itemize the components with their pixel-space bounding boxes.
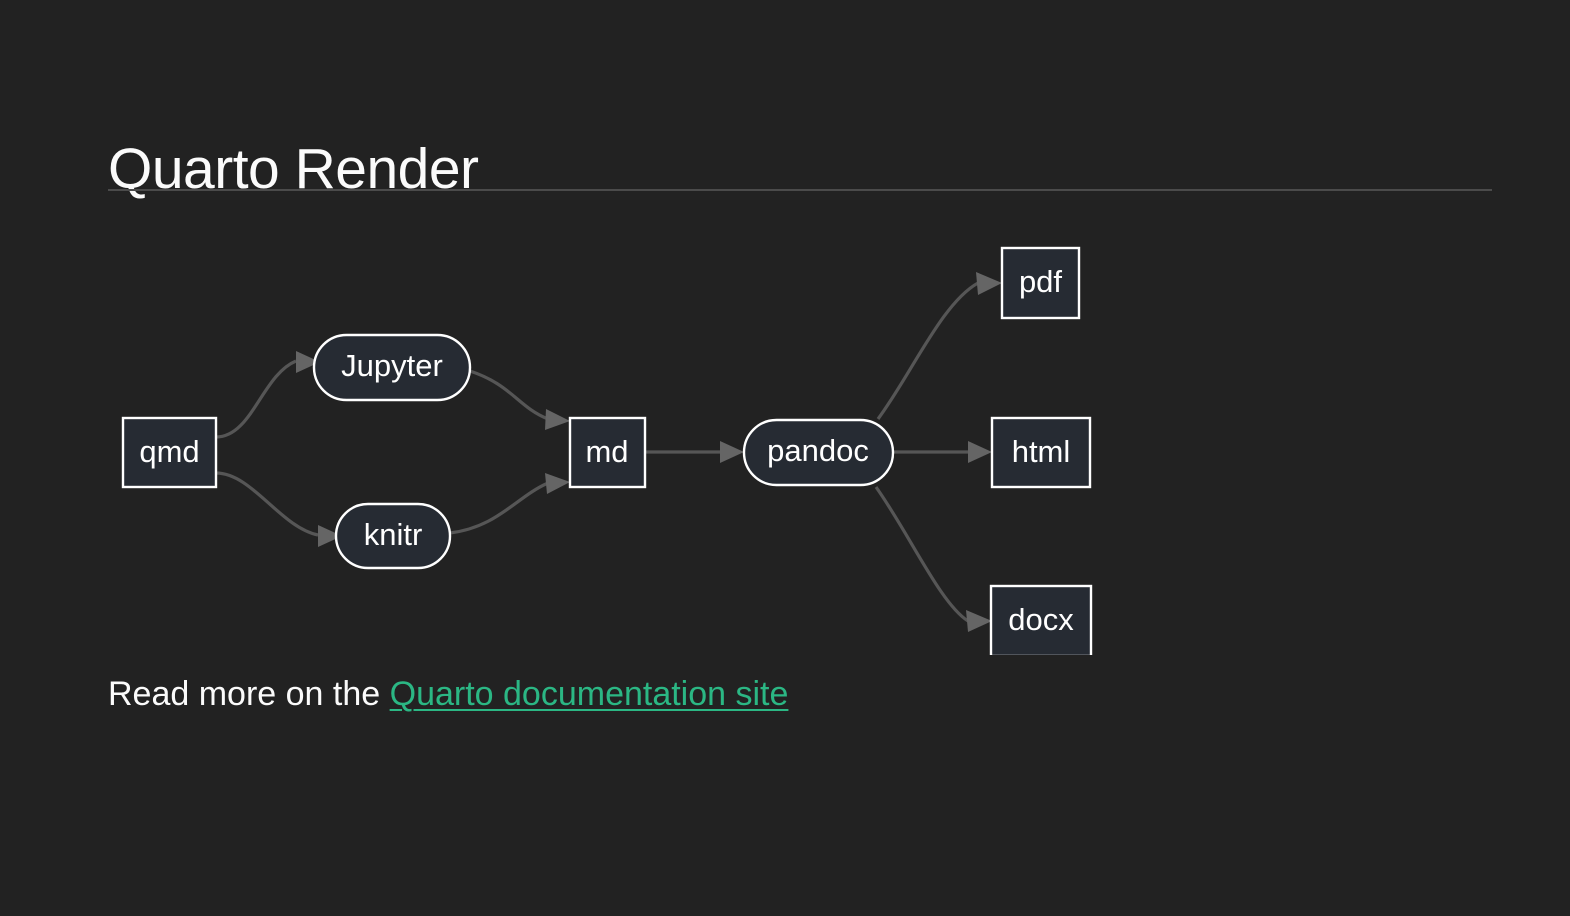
diagram-node-md[interactable]: md (568, 416, 647, 489)
diagram-node-label-pandoc: pandoc (767, 433, 869, 468)
diagram-node-label-jupyter: Jupyter (341, 348, 443, 383)
edge-qmd-to-jupyter (215, 351, 320, 439)
title-divider (108, 189, 1492, 191)
diagram-node-label-docx: docx (1008, 602, 1074, 637)
diagram-node-label-md: md (585, 434, 628, 469)
edge-md-to-pandoc (645, 441, 744, 463)
diagram-node-pdf[interactable]: pdf (1000, 246, 1081, 320)
quarto-documentation-link[interactable]: Quarto documentation site (389, 675, 789, 713)
edge-jupyter-to-md (469, 369, 570, 430)
footer-lead-text: Read more on the (108, 675, 390, 713)
diagram-node-jupyter[interactable]: Jupyter (312, 333, 472, 402)
edge-pandoc-to-html (893, 441, 992, 463)
diagram-node-label-html: html (1012, 434, 1071, 469)
diagram-node-html[interactable]: html (990, 416, 1092, 489)
footer-paragraph: Read more on the Quarto documentation si… (108, 672, 788, 716)
diagram-node-label-qmd: qmd (139, 434, 199, 469)
diagram-node-pandoc[interactable]: pandoc (742, 418, 895, 487)
diagram-node-docx[interactable]: docx (989, 584, 1093, 655)
edge-pandoc-to-docx (874, 486, 992, 632)
quarto-render-flowchart: qmd Jupyter knitr md pandoc pdf (0, 215, 1570, 655)
diagram-node-qmd[interactable]: qmd (121, 416, 218, 489)
edge-knitr-to-md (449, 473, 570, 535)
diagram-node-label-knitr: knitr (364, 517, 423, 552)
diagram-node-label-pdf: pdf (1019, 264, 1062, 299)
page-title: Quarto Render (108, 137, 479, 202)
edge-qmd-to-knitr (215, 471, 342, 547)
diagram-node-knitr[interactable]: knitr (334, 502, 452, 570)
edge-pandoc-to-pdf (876, 272, 1002, 420)
